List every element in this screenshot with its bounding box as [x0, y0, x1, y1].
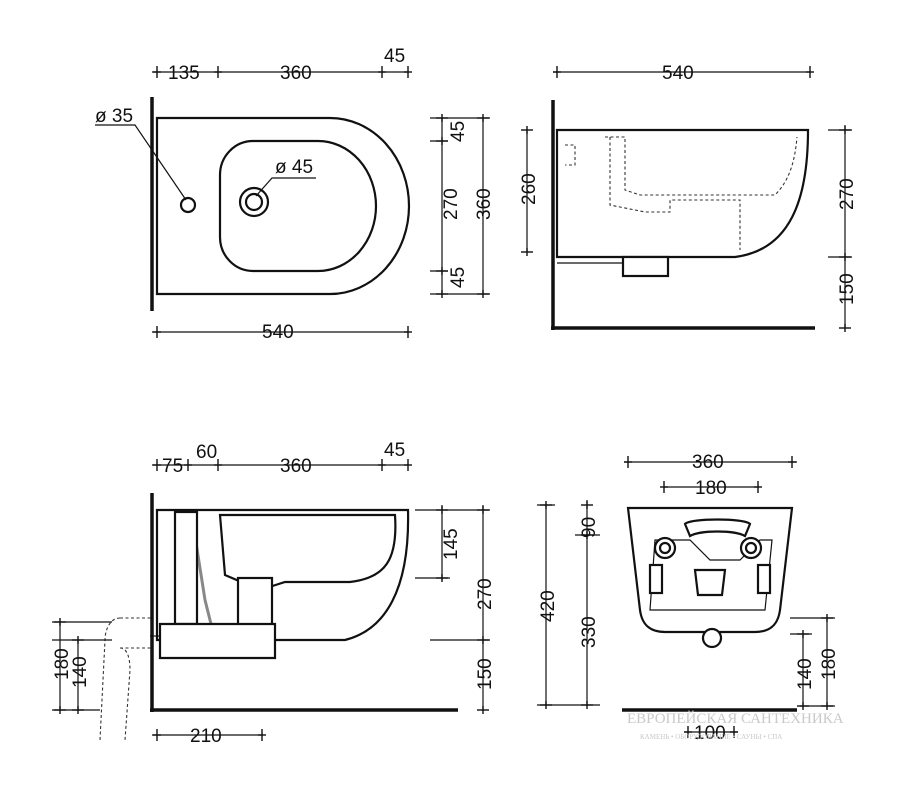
dim-60: 60 [196, 442, 217, 463]
tap-hole [179, 196, 197, 214]
dim-180-rear: 180 [695, 478, 727, 499]
side-body [555, 128, 810, 259]
dim-270-sec: 270 [475, 578, 496, 610]
watermark-title: ЕВРОПЕЙСКАЯ САНТЕХНИКА [627, 710, 844, 727]
rear-slot-left [648, 563, 664, 595]
dim-140-rear: 140 [795, 658, 816, 690]
dim-135: 135 [168, 63, 200, 84]
dim-v-45-top: 45 [448, 121, 469, 142]
dim-330: 330 [579, 616, 600, 648]
rear-view: 360 180 420 90 330 140 180 100 [537, 452, 840, 744]
dim-420: 420 [538, 590, 559, 622]
dim-180-sec: 180 [52, 648, 73, 680]
rear-drain-hole [701, 627, 723, 649]
wall-pipe-dashed [99, 617, 152, 741]
rear-center-block [693, 568, 727, 597]
dim-v-360: 360 [474, 188, 495, 220]
dim-45-sec: 45 [384, 440, 405, 461]
dim-90: 90 [579, 517, 600, 538]
waste-trap [158, 622, 277, 660]
dim-v-270: 270 [441, 188, 462, 220]
side-bracket [621, 255, 670, 278]
bowl-outline-plan [218, 139, 378, 273]
dim-360-rear: 360 [692, 452, 724, 473]
rear-slot-top [683, 518, 752, 538]
dim-140-sec: 140 [70, 656, 91, 688]
dim-260: 260 [519, 173, 540, 205]
dim-210: 210 [190, 726, 222, 747]
mixer-body [173, 510, 199, 626]
dia-drain-label: ø 45 [275, 157, 313, 178]
dim-145: 145 [441, 528, 462, 560]
dim-270-side: 270 [837, 178, 858, 210]
dim-360: 360 [280, 63, 312, 84]
dim-v-45-bottom: 45 [448, 267, 469, 288]
dia-tap-label: ø 35 [95, 106, 133, 127]
watermark-subtitle: КАМЕНЬ • ОБОРУДОВАНИЕ • САУНЫ • СПА [640, 733, 782, 741]
dim-100: 100 [694, 723, 726, 744]
dim-150-side: 150 [837, 273, 858, 305]
rear-slot-right [756, 563, 772, 595]
side-hidden-drain [609, 137, 741, 250]
dim-150-sec: 150 [475, 658, 496, 690]
dim-360-sec: 360 [280, 456, 312, 477]
dim-75: 75 [162, 456, 183, 477]
dim-540-side: 540 [662, 63, 694, 84]
drain-inner [244, 192, 264, 212]
leader-drain [255, 177, 316, 197]
side-hidden-bowl [605, 136, 798, 196]
section-bowl [218, 513, 397, 592]
rear-frame [649, 539, 773, 611]
leader-tap [95, 124, 187, 201]
dim-45: 45 [384, 46, 405, 67]
waste-body [236, 576, 274, 632]
top-view: ø 35 ø 45 135 360 45 540 45 270 360 45 [95, 46, 495, 343]
dim-540-plan: 540 [262, 322, 294, 343]
dim-180-rear-right: 180 [819, 648, 840, 680]
section-view: 75 60 360 45 145 270 150 180 140 210 [52, 440, 496, 747]
side-view: 540 260 270 150 [519, 63, 858, 333]
